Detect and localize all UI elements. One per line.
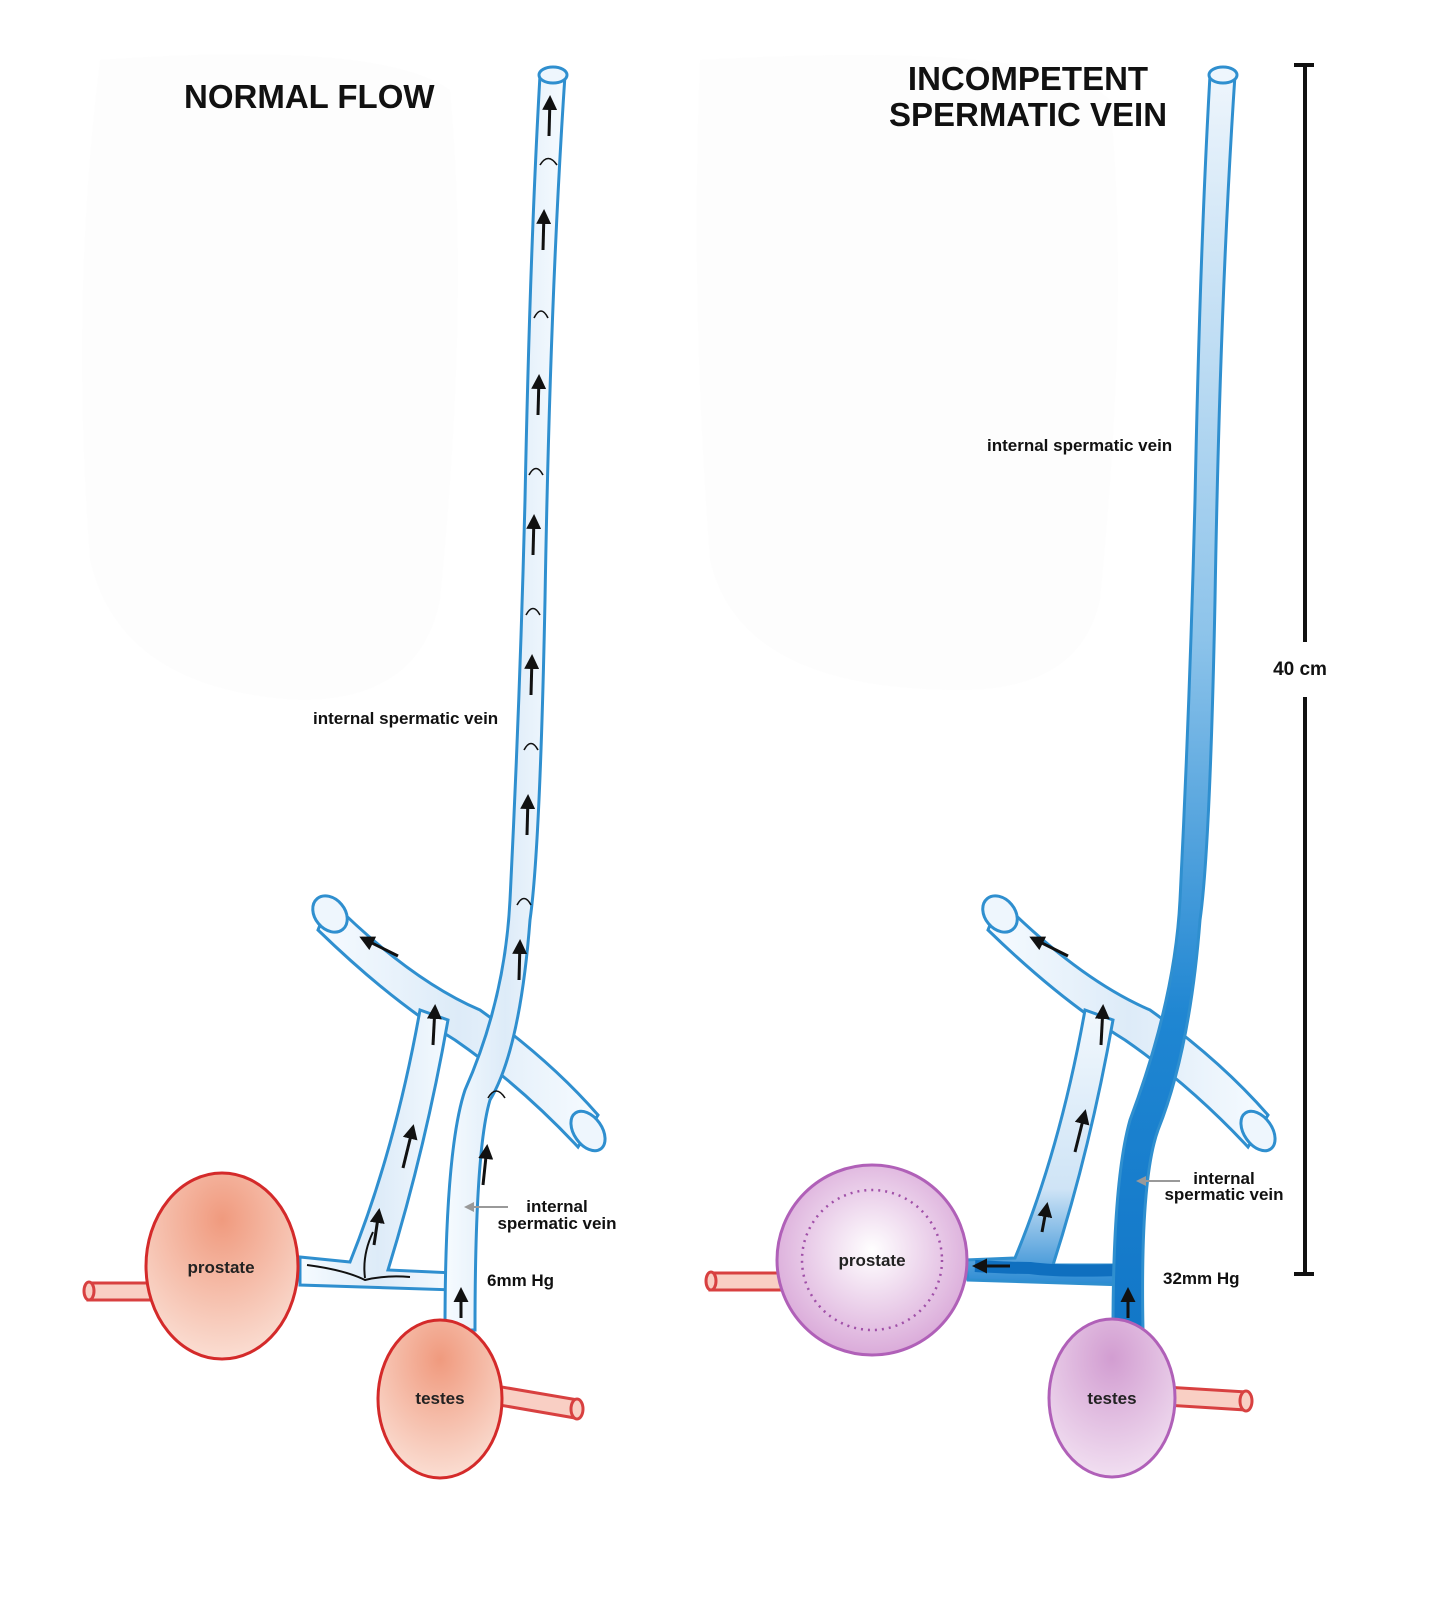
incompetent-panel: INCOMPETENT SPERMATIC VEIN bbox=[704, 60, 1327, 1479]
background-silhouettes bbox=[82, 54, 1118, 701]
left-flow-arrows bbox=[359, 95, 558, 1318]
incompetent-title-line1: INCOMPETENT bbox=[908, 60, 1148, 97]
right-testes-artery bbox=[1163, 1385, 1254, 1413]
left-testes: testes bbox=[376, 1318, 504, 1480]
left-vein-valves bbox=[487, 157, 558, 1099]
length-ruler bbox=[1294, 63, 1314, 1276]
left-junction-lines bbox=[306, 1231, 411, 1282]
right-transverse-vein bbox=[981, 894, 1277, 1153]
right-internal-spermatic-vein bbox=[1111, 65, 1239, 1332]
right-vein-label: internal spermatic vein bbox=[987, 436, 1172, 455]
normal-flow-title: NORMAL FLOW bbox=[184, 78, 435, 115]
left-testes-label: testes bbox=[415, 1389, 464, 1408]
left-branch-vein bbox=[298, 1007, 457, 1292]
right-pointer-label-line2: spermatic vein bbox=[1164, 1185, 1283, 1204]
right-pointer-label-line1: internal bbox=[1193, 1169, 1254, 1188]
left-transverse-vein bbox=[311, 894, 607, 1153]
left-prostate-label: prostate bbox=[187, 1258, 254, 1277]
left-pressure-label: 6mm Hg bbox=[487, 1271, 554, 1290]
left-prostate: prostate bbox=[144, 1171, 300, 1361]
left-internal-spermatic-vein bbox=[443, 65, 569, 1332]
left-pointer-label-line1: internal bbox=[526, 1197, 587, 1216]
right-prostate: prostate bbox=[775, 1163, 969, 1357]
right-pressure-label: 32mm Hg bbox=[1163, 1269, 1240, 1288]
incompetent-title-line2: SPERMATIC VEIN bbox=[889, 96, 1167, 133]
right-flow-arrows bbox=[1029, 936, 1136, 1318]
right-testes: testes bbox=[1047, 1317, 1177, 1479]
normal-flow-panel: NORMAL FLOW bbox=[82, 65, 617, 1480]
right-testes-label: testes bbox=[1087, 1389, 1136, 1408]
right-branch-vein bbox=[963, 1007, 1127, 1287]
length-label: 40 cm bbox=[1273, 659, 1327, 680]
right-prostate-label: prostate bbox=[838, 1251, 905, 1270]
left-vein-label: internal spermatic vein bbox=[313, 709, 498, 728]
left-pointer-label-line2: spermatic vein bbox=[497, 1214, 616, 1233]
left-testes-artery bbox=[486, 1383, 585, 1421]
